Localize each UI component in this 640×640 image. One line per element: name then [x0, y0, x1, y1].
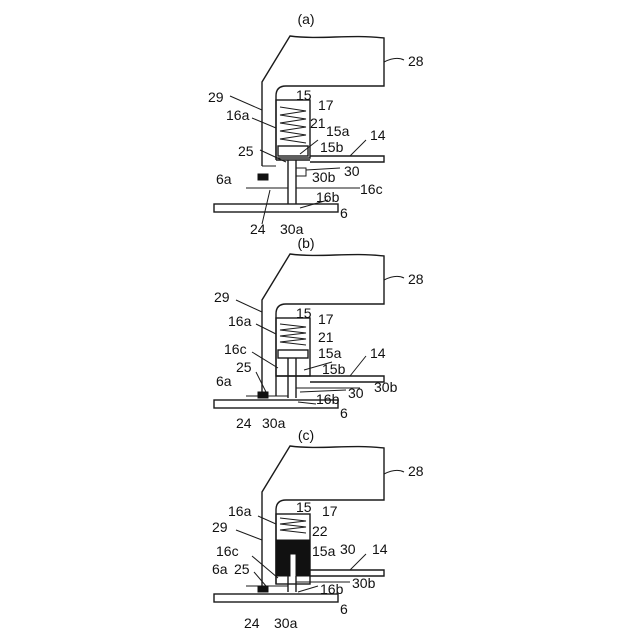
leader-16c [252, 352, 278, 368]
panel-c: (c) 28 16a 15 17 29 22 16c 15a 30 14 6a … [212, 427, 424, 631]
label-6a: 6a [212, 561, 228, 577]
label-17: 17 [318, 311, 334, 327]
label-28: 28 [408, 271, 424, 287]
label-17: 17 [318, 97, 334, 113]
label-15a: 15a [326, 123, 350, 139]
label-21: 21 [310, 115, 326, 131]
label-22: 22 [312, 523, 328, 539]
label-16c: 16c [224, 341, 247, 357]
leader-16b [298, 402, 316, 404]
label-25: 25 [236, 359, 252, 375]
plate-14 [310, 156, 384, 162]
label-29: 29 [214, 289, 230, 305]
leader-16a [252, 118, 276, 128]
label-30b: 30b [312, 169, 336, 185]
leader-16a [258, 516, 276, 524]
label-15: 15 [296, 305, 312, 321]
block-25 [258, 392, 268, 398]
label-16a: 16a [228, 503, 252, 519]
tab-30b [296, 168, 306, 176]
label-16a: 16a [228, 313, 252, 329]
label-25: 25 [238, 143, 254, 159]
panel-a: (a) 28 29 [208, 11, 424, 237]
leader-29 [236, 530, 262, 540]
label-15a: 15a [312, 543, 336, 559]
label-17: 17 [322, 503, 338, 519]
base-6 [214, 204, 338, 212]
leader-16a [256, 324, 276, 334]
label-25: 25 [234, 561, 250, 577]
label-24: 24 [250, 221, 266, 237]
label-30: 30 [344, 163, 360, 179]
label-30a: 30a [274, 615, 298, 631]
block-25 [258, 174, 268, 180]
spring-17 [280, 324, 306, 345]
label-30b: 30b [352, 575, 376, 591]
piston-leg-right [296, 554, 310, 576]
spring-17 [280, 107, 306, 143]
label-6a: 6a [216, 373, 232, 389]
label-29: 29 [208, 89, 224, 105]
label-28: 28 [408, 53, 424, 69]
label-16a: 16a [226, 107, 250, 123]
label-15b: 15b [320, 139, 344, 155]
piston-15b [278, 350, 308, 358]
label-30b: 30b [374, 379, 398, 395]
label-6: 6 [340, 405, 348, 421]
label-15b: 15b [322, 361, 346, 377]
label-6: 6 [340, 601, 348, 617]
label-6a: 6a [216, 171, 232, 187]
leader-28 [384, 58, 404, 62]
label-14: 14 [370, 345, 386, 361]
leader-25 [256, 372, 266, 392]
piston-leg-left [276, 554, 290, 576]
leader-29 [236, 300, 262, 312]
label-21: 21 [318, 329, 334, 345]
label-30a: 30a [262, 415, 286, 431]
leader-28 [384, 470, 404, 474]
leader-14 [350, 140, 366, 156]
label-16b: 16b [316, 391, 340, 407]
leader-25 [254, 572, 266, 586]
spring-17 [280, 518, 306, 533]
label-6: 6 [340, 205, 348, 221]
label-30: 30 [340, 541, 356, 557]
label-24: 24 [236, 415, 252, 431]
label-16c: 16c [360, 181, 383, 197]
label-16c: 16c [216, 543, 239, 559]
label-16b: 16b [316, 189, 340, 205]
panel-caption: (c) [298, 427, 314, 443]
leader-16b [298, 586, 318, 592]
piston-15a [276, 540, 310, 554]
panel-caption: (b) [297, 235, 314, 251]
label-29: 29 [212, 519, 228, 535]
panel-caption: (a) [297, 11, 314, 27]
leader-14 [350, 356, 366, 376]
block-25 [258, 586, 268, 592]
label-16b: 16b [320, 581, 344, 597]
label-15: 15 [296, 499, 312, 515]
leader-24 [262, 190, 270, 224]
panel-b: (b) 28 29 15 17 16a 21 16c 15a 14 25 15b… [214, 235, 424, 431]
label-30: 30 [348, 385, 364, 401]
label-24: 24 [244, 615, 260, 631]
label-14: 14 [372, 541, 388, 557]
label-14: 14 [370, 127, 386, 143]
label-28: 28 [408, 463, 424, 479]
leader-28 [384, 276, 404, 280]
label-15: 15 [296, 87, 312, 103]
label-15a: 15a [318, 345, 342, 361]
